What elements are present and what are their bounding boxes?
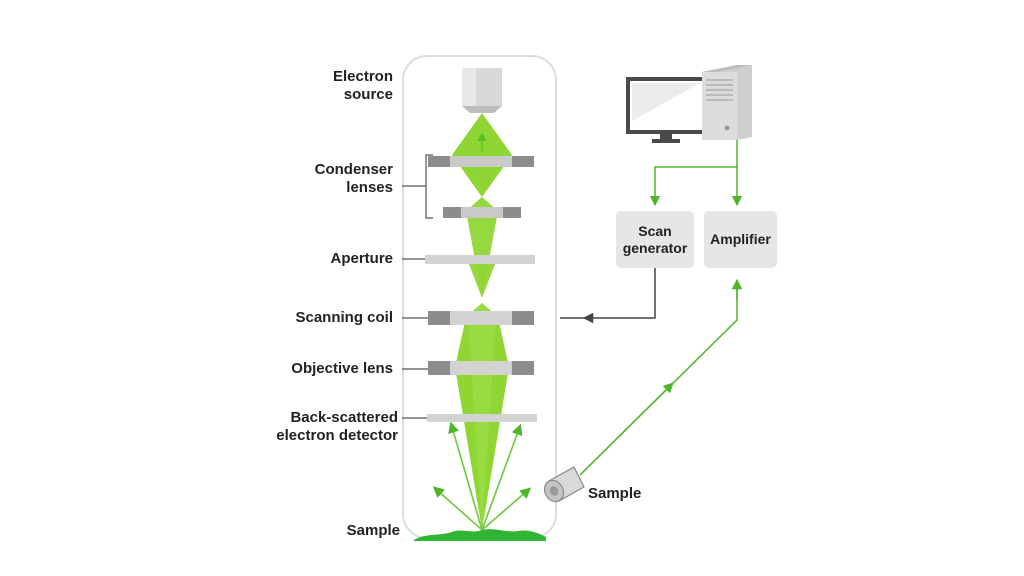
condenser-lens-upper	[428, 156, 534, 167]
label-sample-bottom: Sample	[346, 522, 400, 539]
scan-generator-line2: generator	[622, 239, 688, 256]
scanning-coil	[428, 311, 534, 325]
bse-detector-plate	[427, 414, 537, 422]
scan-generator-box: Scan generator	[616, 211, 694, 268]
label-sample-detector: Sample	[588, 485, 642, 502]
sample-detector-icon	[543, 466, 585, 503]
label-electron-source: Electron source	[300, 68, 393, 104]
label-electron-source-line1: Electron	[332, 68, 393, 85]
monitor-icon	[626, 77, 706, 143]
label-bse-line1: Back-scattered	[290, 409, 398, 426]
amplifier-label: Amplifier	[710, 231, 771, 247]
label-aperture: Aperture	[330, 250, 393, 267]
label-condenser-line2: lenses	[346, 179, 393, 196]
condenser-lens-lower	[443, 207, 521, 218]
aperture-plate	[425, 255, 535, 264]
detector-signal-path	[579, 278, 743, 476]
scattered-electron-arrows	[432, 421, 532, 531]
beam-direction-arrow-icon	[477, 133, 487, 152]
scan-generator-label: Scan generator	[623, 223, 688, 257]
scan-generator-to-coil-arrow	[582, 268, 656, 324]
label-bse-detector: Back-scattered electron detector	[253, 409, 398, 445]
computer-tower-icon	[702, 65, 752, 140]
label-condenser-lenses: Condenser lenses	[290, 161, 393, 197]
scan-generator-line1: Scan	[638, 222, 672, 239]
condenser-bracket	[402, 154, 433, 219]
objective-lens	[428, 361, 534, 375]
sample-surface	[414, 529, 546, 541]
label-condenser-line1: Condenser	[314, 161, 393, 178]
amplifier-box: Amplifier	[704, 211, 777, 268]
label-objective-lens: Objective lens	[291, 360, 393, 377]
computer-connections	[649, 140, 743, 207]
label-bse-line2: electron detector	[276, 427, 398, 444]
electron-source-icon	[462, 68, 502, 113]
label-electron-source-line2: source	[343, 86, 393, 103]
label-scanning-coil: Scanning coil	[295, 309, 393, 326]
